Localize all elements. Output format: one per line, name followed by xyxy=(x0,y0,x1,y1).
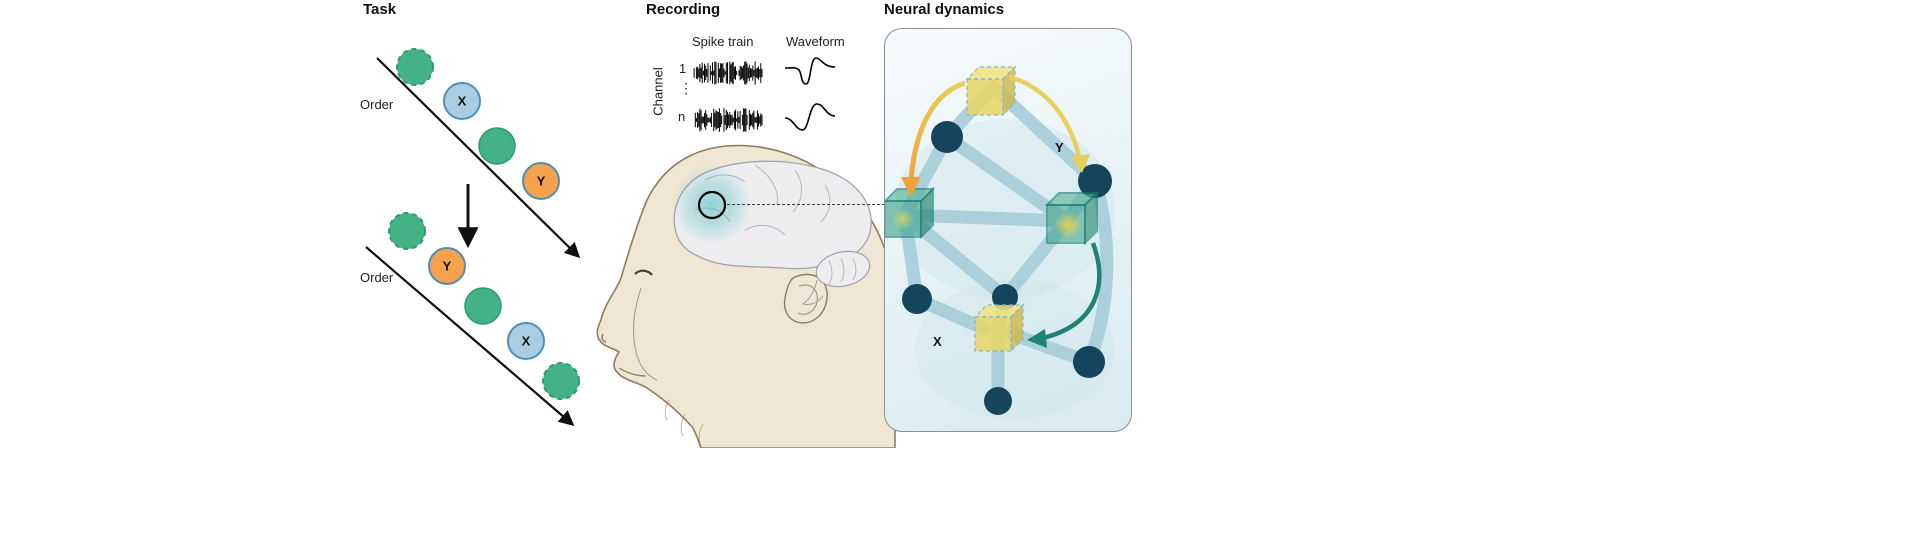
network-node xyxy=(902,284,932,314)
teal-transition-arrow xyxy=(1042,242,1102,341)
network-node xyxy=(931,121,963,153)
yellow-arrowhead-icon xyxy=(1071,154,1090,173)
orange-arrowhead-icon xyxy=(901,177,921,197)
monkey-cerebellum xyxy=(815,250,871,288)
waveform-n xyxy=(784,103,836,131)
monkey-brainstem xyxy=(801,279,824,306)
monkey-muzzle-line xyxy=(633,287,658,381)
network-node xyxy=(1073,346,1105,378)
network-node xyxy=(984,387,1012,415)
monkey-illustration xyxy=(596,144,897,448)
task-panel-title: Task xyxy=(363,1,397,18)
neural-dynamics-diagram: Y X xyxy=(885,65,1115,419)
sequence2-items: Y X xyxy=(388,212,580,400)
monkey-mouth xyxy=(618,367,647,377)
recording-panel-title: Recording xyxy=(646,1,721,18)
waveform-label: Waveform xyxy=(786,34,845,49)
monkey-nostril xyxy=(601,333,607,343)
sequence1-items: X Y xyxy=(396,48,560,200)
subspace-cube-top xyxy=(965,65,1017,117)
neural-label-x: X xyxy=(933,334,942,349)
recording-site-glow xyxy=(672,165,752,245)
item-y-label: Y xyxy=(537,174,546,189)
item-y-dot xyxy=(428,247,466,285)
subspace-cube-bottom xyxy=(973,303,1025,353)
neural-dynamics-panel: Y X xyxy=(884,28,1132,432)
waveform-1-trace xyxy=(784,57,836,85)
order-label-2: Order xyxy=(360,270,394,285)
subspace-cube-right xyxy=(1044,190,1100,246)
network-nodes xyxy=(902,121,1112,415)
channel-axis-label: Channel xyxy=(650,67,666,116)
item-y-label: Y xyxy=(443,259,452,274)
distractor-dot xyxy=(464,287,502,325)
monkey-fur-strokes xyxy=(664,399,704,447)
recording-site-circle xyxy=(697,190,727,220)
neural-label-y: Y xyxy=(1055,140,1064,155)
item-x-label: X xyxy=(458,94,467,109)
spike-train-label: Spike train xyxy=(692,34,754,49)
teal-arrowhead-icon xyxy=(1027,329,1047,348)
spike-train-1 xyxy=(693,61,763,85)
channel-n-label: n xyxy=(678,109,686,124)
neural-dynamics-panel-title: Neural dynamics xyxy=(884,1,1005,18)
recording-site-connector-line xyxy=(727,204,885,205)
network-node xyxy=(1078,164,1112,198)
channel-ellipsis: ⋮ xyxy=(679,80,693,96)
distractor-dot xyxy=(478,127,516,165)
yellow-transition-arrow xyxy=(1008,74,1082,158)
task-diagram: X Y Y X xyxy=(365,48,581,427)
sequence1-order-arrow xyxy=(376,57,581,259)
orange-transition-arrow xyxy=(908,80,966,182)
waveform-n-trace xyxy=(784,103,836,131)
item-x-dot xyxy=(507,322,545,360)
waveform-1 xyxy=(784,57,836,85)
item-y-dot xyxy=(522,162,560,200)
monkey-eye xyxy=(634,269,653,276)
subspace-cube-left xyxy=(885,186,936,240)
item-x-dot xyxy=(443,82,481,120)
spike-train-n xyxy=(694,108,763,132)
network-node xyxy=(992,284,1018,310)
channel-1-label: 1 xyxy=(679,61,687,76)
distractor-dot-dashed xyxy=(388,212,426,250)
order-label-1: Order xyxy=(360,97,394,112)
distractor-dot-dashed xyxy=(542,362,580,400)
distractor-dot-dashed xyxy=(396,48,434,86)
sequence2-order-arrow xyxy=(365,246,575,427)
item-x-label: X xyxy=(522,334,531,349)
